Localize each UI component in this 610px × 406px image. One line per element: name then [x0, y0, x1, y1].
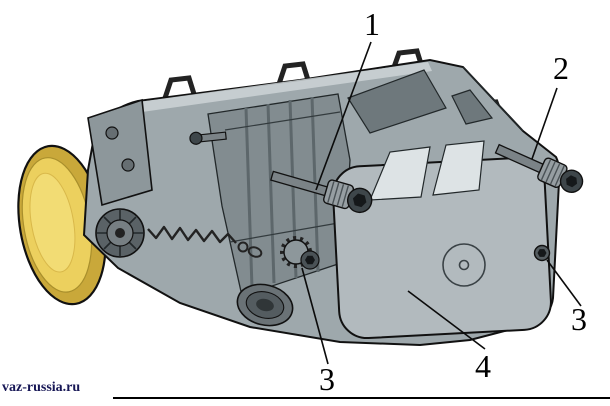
callout-3-bottom: 3 — [319, 361, 335, 397]
leader-line-2 — [531, 87, 558, 160]
leader-line-4 — [407, 290, 486, 350]
callout-3-right: 3 — [571, 301, 587, 337]
callout-1: 1 — [364, 6, 380, 42]
callout-2: 2 — [553, 50, 569, 86]
fastening-bolt — [533, 244, 551, 262]
leader-line-1 — [315, 41, 372, 191]
adjustment-screw-1 — [270, 170, 373, 214]
adjustment-screw-2 — [494, 143, 584, 193]
leader-line-3-right — [546, 259, 582, 307]
leader-lines — [301, 41, 582, 365]
cover-emblem-icon — [442, 243, 486, 287]
toothed-adjuster — [280, 236, 320, 270]
small-screw — [189, 131, 227, 145]
leader-line-3-bottom — [301, 267, 329, 365]
rubber-boot — [236, 283, 294, 327]
retaining-spring — [147, 225, 263, 258]
callout-4: 4 — [475, 348, 491, 384]
protective-cover — [332, 140, 552, 340]
round-cap — [95, 208, 145, 258]
mounting-bracket — [87, 98, 153, 207]
watermark-site-name: vaz-russia.ru — [2, 380, 81, 395]
bottom-rule — [113, 397, 610, 399]
